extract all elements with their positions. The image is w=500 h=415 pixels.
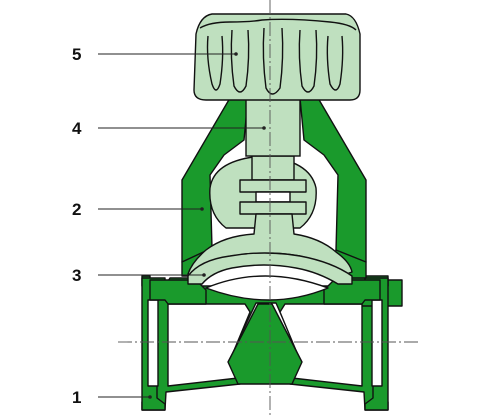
leader-dot-1 [148, 395, 152, 399]
callout-number-3: 3 [72, 266, 81, 285]
handwheel-rib [230, 29, 250, 93]
handwheel-rib [326, 35, 344, 91]
callout-1: 1 [72, 388, 152, 407]
left-flange-inner [147, 299, 159, 387]
diaphragm-lens [205, 275, 329, 301]
valve-body [141, 275, 403, 411]
callout-number-4: 4 [72, 119, 82, 138]
callouts: 5 4 2 3 1 [72, 45, 266, 407]
handwheel-rib [206, 35, 224, 91]
leader-dot-4 [262, 126, 266, 130]
spindle-lower [239, 201, 307, 215]
body-top-right [323, 279, 381, 305]
handwheel-top-edge [199, 18, 357, 31]
handwheel-rib [262, 27, 284, 95]
spindle-nut [239, 179, 307, 193]
valve-spindle [245, 95, 301, 157]
spindle-collar [251, 155, 295, 181]
leader-dot-3 [202, 273, 206, 277]
callout-number-1: 1 [72, 388, 81, 407]
right-flange-inner [371, 299, 383, 387]
body-weir [227, 303, 303, 385]
center-lines [118, 0, 418, 415]
callout-3: 3 [72, 266, 206, 285]
handwheel-cap [193, 13, 361, 101]
spindle-stub [255, 191, 291, 203]
callout-number-5: 5 [72, 45, 81, 64]
spindle-shaft [245, 95, 301, 157]
leader-dot-5 [234, 52, 238, 56]
callout-5: 5 [72, 45, 238, 64]
callout-4: 4 [72, 119, 266, 138]
leader-dot-2 [200, 207, 204, 211]
valve-handwheel [193, 13, 361, 101]
diaphragm-membrane [187, 252, 353, 285]
callout-number-2: 2 [72, 200, 81, 219]
valve-diaphragm [187, 252, 353, 301]
callout-2: 2 [72, 200, 204, 219]
handwheel-rib [298, 29, 318, 93]
